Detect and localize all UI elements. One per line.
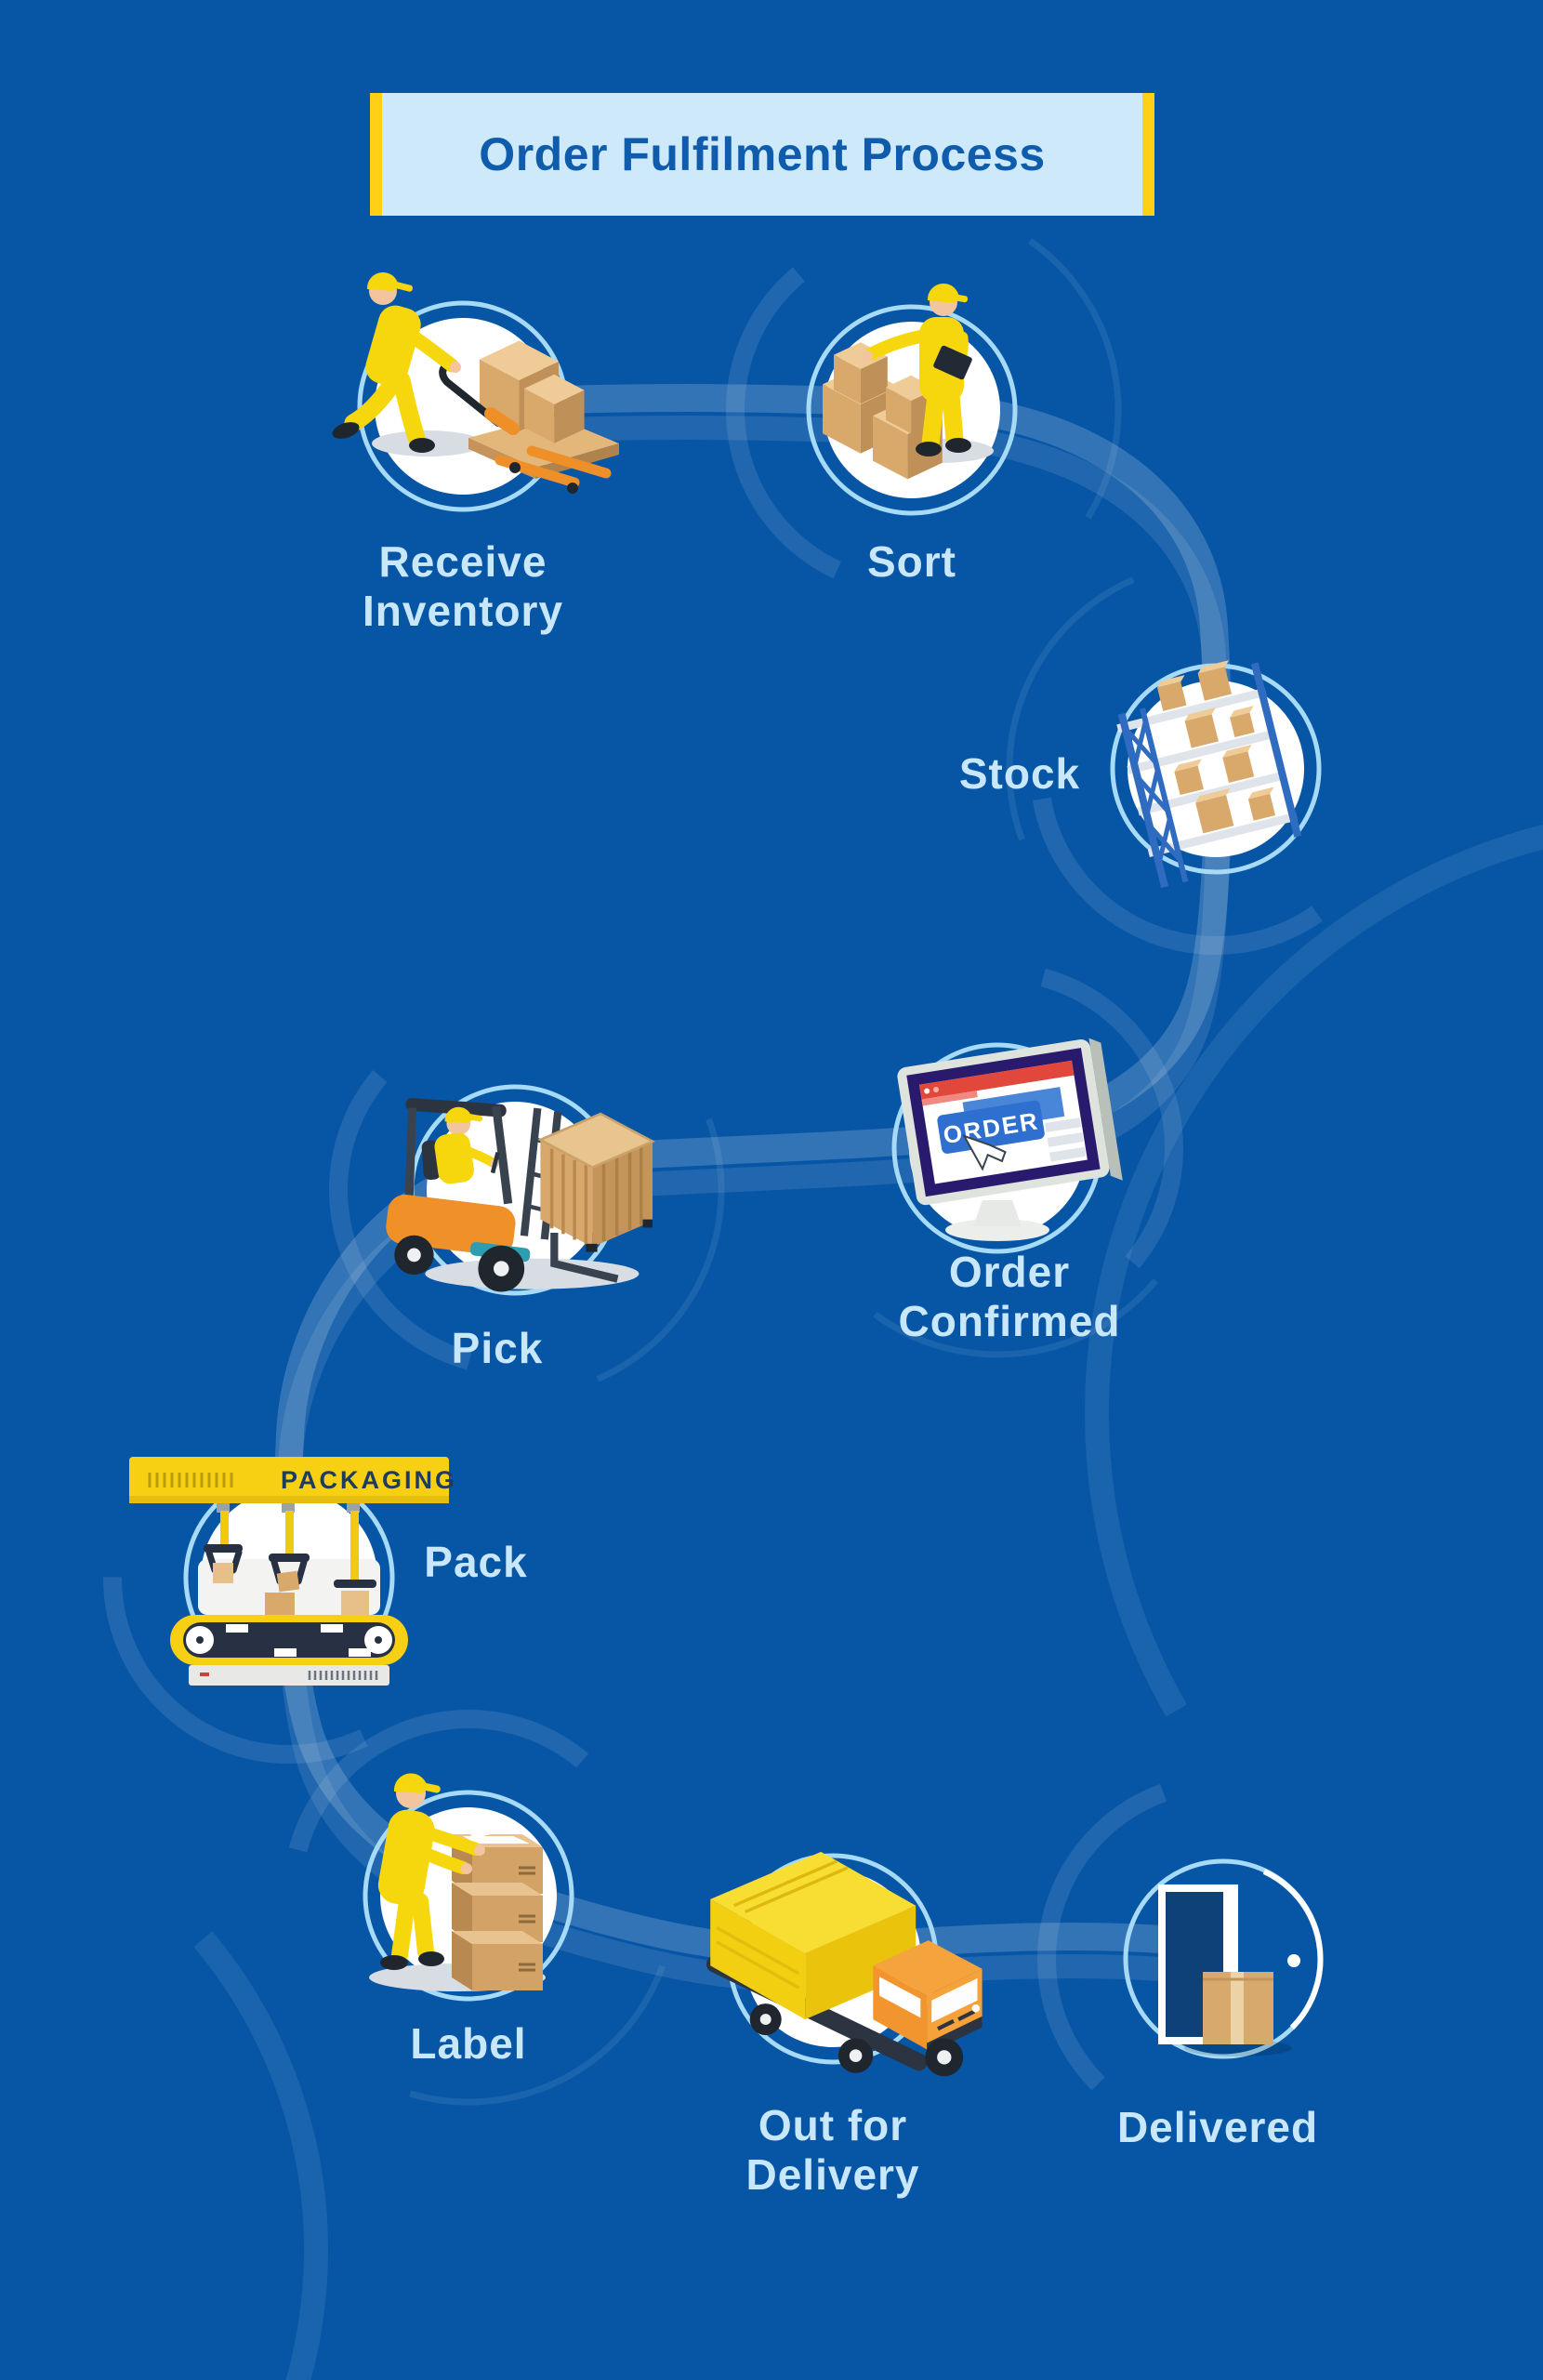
labeling-worker-icon xyxy=(369,1773,546,1991)
packaging-banner-text: PACKAGING xyxy=(281,1466,457,1494)
wooden-crate xyxy=(537,1112,656,1252)
step-receive-inventory xyxy=(332,271,619,512)
step-label-pack: Pack xyxy=(424,1538,527,1587)
pallet-jack-worker-icon xyxy=(332,271,619,494)
step-label-line: Order xyxy=(948,1248,1071,1296)
rack-box-tops xyxy=(1156,660,1274,803)
delivered-door-icon xyxy=(1158,1884,1300,2056)
delivered-package xyxy=(1203,1972,1273,2044)
step-label-receive-inventory: Receive Inventory xyxy=(363,537,563,636)
step-label-line: Label xyxy=(410,2019,527,2068)
step-stock xyxy=(1110,660,1322,889)
order-monitor-icon: ORDER xyxy=(897,1038,1123,1241)
step-label-line: Pack xyxy=(424,1538,528,1586)
step-label-line: Receive xyxy=(378,537,547,586)
open-door-arc xyxy=(1262,1869,1324,2030)
step-order-confirmed: ORDER xyxy=(891,1038,1123,1254)
step-label-line: Pick xyxy=(451,1324,544,1372)
packaging-machine-icon: PACKAGING xyxy=(129,1457,457,1686)
step-label-line: Out for xyxy=(758,2101,908,2149)
step-label-line: Stock xyxy=(958,749,1081,798)
step-sort xyxy=(806,283,1018,516)
title-banner: Order Fulfilment Process xyxy=(370,93,1154,216)
truck-cab xyxy=(873,1940,983,2055)
delivery-truck-icon xyxy=(706,1851,983,2077)
step-label-line: Delivery xyxy=(745,2150,920,2199)
step-label xyxy=(363,1773,574,2002)
page-title: Order Fulfilment Process xyxy=(479,128,1046,180)
warehouse-rack-icon xyxy=(1116,660,1302,889)
step-label-pick: Pick xyxy=(452,1324,544,1373)
label-box-stack xyxy=(452,1824,543,1990)
step-pack: PACKAGING xyxy=(129,1457,457,1686)
step-label-out-for-delivery: Out for Delivery xyxy=(745,2101,919,2200)
step-label-stock: Stock xyxy=(959,749,1080,799)
background-swoosh-arcs xyxy=(0,200,1543,2380)
step-label-line: Sort xyxy=(867,537,956,586)
step-label-line: Confirmed xyxy=(898,1297,1121,1345)
step-label-delivered: Delivered xyxy=(1117,2103,1318,2152)
doorknob-icon xyxy=(1287,1954,1300,1967)
step-label-label: Label xyxy=(410,2019,526,2069)
step-label-sort: Sort xyxy=(867,537,956,587)
step-delivered xyxy=(1123,1858,1324,2059)
sorting-worker-boxes-icon xyxy=(823,283,994,480)
step-out-for-delivery xyxy=(706,1851,983,2077)
forklift-icon xyxy=(386,1098,656,1292)
step-label-line: Delivered xyxy=(1116,2103,1319,2151)
step-label-line: Inventory xyxy=(362,587,564,635)
step-label-order-confirmed: Order Confirmed xyxy=(899,1248,1121,1346)
step-pick xyxy=(386,1084,656,1296)
rack-boxes xyxy=(1156,667,1275,834)
cursor-icon xyxy=(962,1134,1007,1171)
